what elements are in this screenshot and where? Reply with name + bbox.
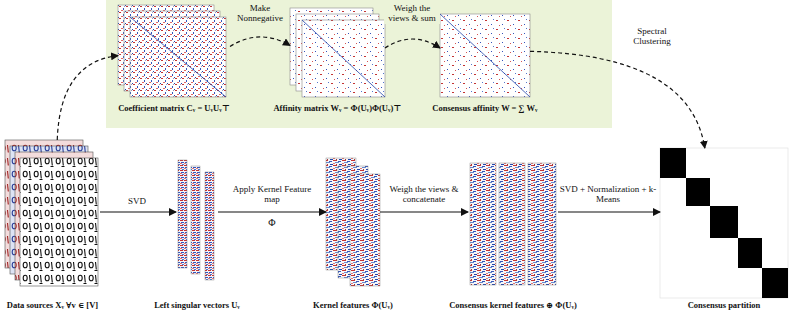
kernel-feature-bars xyxy=(326,158,380,286)
flow-arrow xyxy=(218,211,326,212)
figure-node: Kernel features Φ(Uᵥ) xyxy=(326,158,380,286)
arrow-label: SVD + Normalization + k-Means xyxy=(558,185,658,205)
operator-symbol: Φ xyxy=(268,217,275,228)
figure-node: Affinity matrix Wᵥ = Φ(Uᵥ)Φ(Uᵥ)⊤ xyxy=(290,8,385,97)
node-caption: Consensus kernel features ⊕ Φ(Uᵥ) xyxy=(449,301,577,310)
flow-arrow xyxy=(57,56,118,140)
concatenated-feature-bars xyxy=(470,163,556,285)
figure-node: Consensus partition xyxy=(660,148,788,298)
digit-image-stack xyxy=(5,140,98,286)
flow-arrow xyxy=(385,39,440,48)
arrow-label: Spectral Clustering xyxy=(623,27,681,47)
coefficient-matrix-stack xyxy=(118,5,226,97)
consensus-affinity-matrix xyxy=(440,14,530,97)
node-caption: Consensus partition xyxy=(688,301,761,310)
figure-node: Consensus affinity W = ∑ Wᵥ xyxy=(440,14,530,97)
flow-arrow xyxy=(380,211,468,212)
node-caption: Kernel features Φ(Uᵥ) xyxy=(313,301,393,310)
affinity-matrix-stack xyxy=(290,8,385,97)
figure-node: Coefficient matrix Cᵥ = UᵥUᵥ⊤ xyxy=(118,5,230,97)
arrow-label: Weigh the views & concatenate xyxy=(383,185,465,205)
flow-arrow xyxy=(558,211,660,212)
arrow-label: SVD xyxy=(127,197,147,207)
arrow-label: Weigh the views & sum xyxy=(384,4,440,24)
node-caption: Consensus affinity W = ∑ Wᵥ xyxy=(432,104,537,113)
block-diagonal-partition xyxy=(660,148,788,298)
figure-node: Consensus kernel features ⊕ Φ(Uᵥ) xyxy=(468,163,558,285)
node-caption: Affinity matrix Wᵥ = Φ(Uᵥ)Φ(Uᵥ)⊤ xyxy=(273,104,401,113)
flow-arrow xyxy=(100,211,176,212)
arrow-label: Apply Kernel Feature map xyxy=(231,185,313,205)
figure-node: Left singular vectors Uᵥ xyxy=(176,160,218,280)
figure-node: Data sources Xᵥ ∀v ∈ [V] xyxy=(5,140,100,290)
flow-arrow xyxy=(230,37,290,46)
green-panel xyxy=(106,0,612,128)
node-caption: Data sources Xᵥ ∀v ∈ [V] xyxy=(7,301,98,310)
node-caption: Left singular vectors Uᵥ xyxy=(154,301,240,310)
flow-arrow xyxy=(530,51,705,148)
singular-vector-bars xyxy=(178,160,214,280)
node-caption: Coefficient matrix Cᵥ = UᵥUᵥ⊤ xyxy=(118,104,230,113)
arrow-label: Make Nonnegative xyxy=(231,4,289,24)
